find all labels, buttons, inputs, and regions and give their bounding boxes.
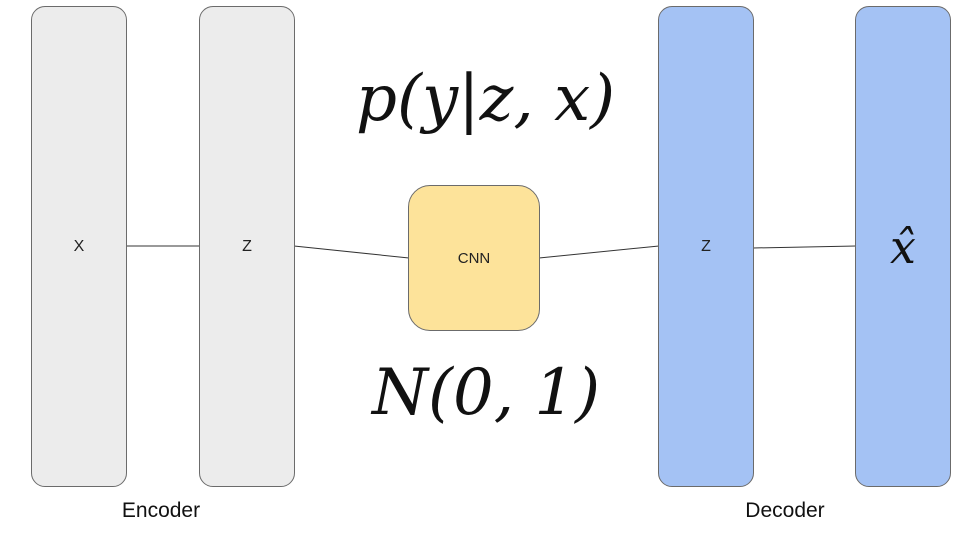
encoder-block-z-label: Z <box>242 237 252 255</box>
decoder-block-z: Z <box>658 6 754 487</box>
connector-z-to-xhat <box>752 245 857 249</box>
encoder-block-x-label: X <box>73 237 85 255</box>
connector-cnn-to-z <box>538 245 660 259</box>
decoder-block-xhat: x̂ <box>855 6 951 487</box>
encoder-caption: Encoder <box>121 499 201 522</box>
decoder-block-z-label: Z <box>701 237 711 255</box>
decoder-block-xhat-label: x̂ <box>890 219 916 274</box>
cnn-block: CNN <box>408 185 540 331</box>
formula-bottom: N(0, 1) <box>372 356 601 430</box>
encoder-block-z: Z <box>199 6 295 487</box>
cnn-block-label: CNN <box>457 249 491 267</box>
encoder-block-x: X <box>31 6 127 487</box>
formula-top: p(y|z, x) <box>356 62 616 136</box>
connector-z-to-cnn <box>293 245 410 259</box>
decoder-caption: Decoder <box>745 499 825 522</box>
